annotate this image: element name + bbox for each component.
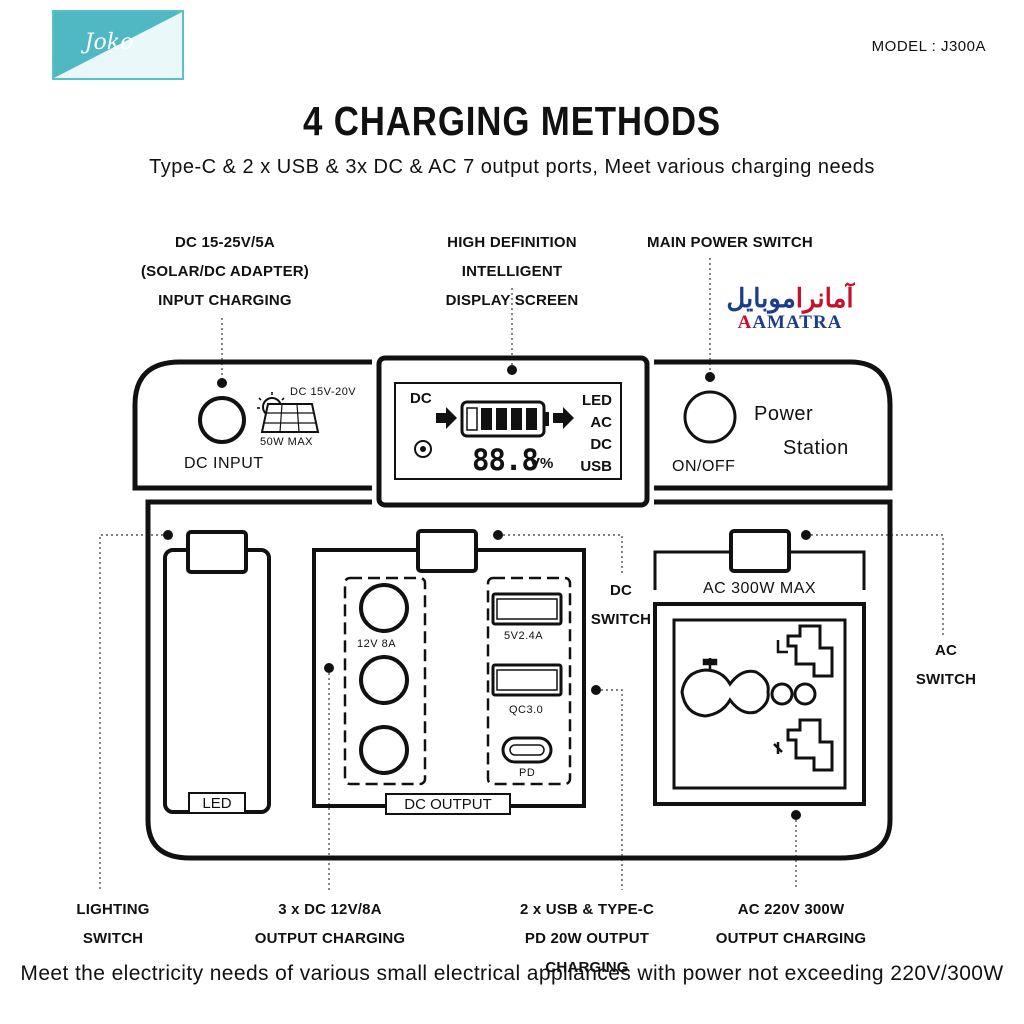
ac-socket-frame <box>653 602 866 806</box>
main-power-switch <box>683 390 737 444</box>
dc-port-3 <box>359 725 409 775</box>
solar-spec: DC 15V-20V <box>290 386 357 398</box>
callout-dc-output: 3 x DC 12V/8A OUTPUT CHARGING <box>252 895 408 953</box>
callout-ac-output-line2: OUTPUT CHARGING <box>715 930 867 947</box>
callout-ac-output-line1: AC 220V 300W <box>737 901 845 918</box>
pd-spec: PD <box>519 767 536 779</box>
display-dc-out: DC <box>590 436 612 453</box>
display-usb: USB <box>580 458 612 475</box>
callout-display: HIGH DEFINITION INTELLIGENT DISPLAY SCRE… <box>396 228 628 315</box>
leader-dots <box>163 365 811 820</box>
solar-max: 50W MAX <box>260 436 314 448</box>
ac-max-label: AC 300W MAX <box>702 580 817 597</box>
callout-dc-switch-line1: DC <box>609 582 633 599</box>
usb2-spec: QC3.0 <box>509 704 544 716</box>
callout-dc-switch-line2: SWITCH <box>590 611 652 628</box>
lighting-switch <box>186 530 248 574</box>
callout-ac-output: AC 220V 300W OUTPUT CHARGING <box>714 895 868 953</box>
dc-output-label: DC OUTPUT <box>404 796 492 813</box>
display-led: LED <box>582 392 612 409</box>
ac-switch <box>729 529 791 573</box>
on-off-label: ON/OFF <box>672 458 736 475</box>
callout-dc-input-line3: INPUT CHARGING <box>158 292 292 309</box>
page-title: 4 CHARGING METHODS <box>302 98 722 144</box>
brand-fa-blue: موبایل <box>726 283 796 313</box>
page-subtitle: Type-C & 2 x USB & 3x DC & AC 7 output p… <box>149 156 875 178</box>
callout-usb-output-line2: PD 20W OUTPUT CHARGING <box>524 930 650 976</box>
dc-port-1 <box>359 583 409 633</box>
output-arrow-icon <box>553 407 574 429</box>
dc-input-port <box>198 396 246 444</box>
callout-display-line1: HIGH DEFINITION INTELLIGENT <box>447 234 577 280</box>
callout-dc-input-line1: DC 15-25V/5A <box>175 234 275 251</box>
usb-port-1 <box>491 592 563 626</box>
brand-logo: Joko <box>52 10 184 80</box>
model-number: MODEL : J300A <box>871 38 986 55</box>
usb1-spec: 5V2.4A <box>504 630 544 642</box>
callout-main-switch: MAIN POWER SWITCH <box>640 228 820 257</box>
input-arrow-icon <box>436 407 457 429</box>
solar-panel-icon <box>257 392 320 433</box>
callout-dc-output-line1: 3 x DC 12V/8A <box>278 901 382 918</box>
callout-dc-input: DC 15-25V/5A (SOLAR/DC ADAPTER) INPUT CH… <box>140 228 310 315</box>
brand-fa-red: آمانرا <box>795 283 854 313</box>
dc-port-spec: 12V 8A <box>357 638 397 650</box>
display-outputs: LED AC DC USB <box>574 390 612 478</box>
power-station-line2: Station <box>783 437 849 459</box>
battery-icon <box>460 400 549 438</box>
callout-dc-switch: DC SWITCH <box>585 576 657 634</box>
brand-en-red: A <box>737 312 753 333</box>
callout-ac-switch-line1: AC <box>934 642 958 659</box>
callout-ac-switch: AC SWITCH <box>908 636 984 694</box>
display-unit: V% <box>530 455 554 472</box>
callout-main-switch-line1: MAIN POWER SWITCH <box>647 234 813 251</box>
led-label: LED <box>202 795 232 812</box>
usb-port-2 <box>491 663 563 697</box>
watermark-brand: آمانراموبایل AAMATRA <box>720 284 860 334</box>
display-digits: 88.8 <box>472 443 539 477</box>
dc-switch <box>416 529 478 573</box>
usb-c-port <box>501 736 553 764</box>
callout-lighting: LIGHTING SWITCH <box>46 895 180 953</box>
callout-dc-output-line2: OUTPUT CHARGING <box>254 930 406 947</box>
footer-note: Meet the electricity needs of various sm… <box>20 962 1004 985</box>
callout-dc-input-line2: (SOLAR/DC ADAPTER) <box>140 263 310 280</box>
callout-ac-switch-line2: SWITCH <box>915 671 977 688</box>
universal-socket-icon <box>680 624 834 772</box>
dc-input-label: DC INPUT <box>184 455 264 472</box>
brand-en-blue: AMATRA <box>752 312 843 333</box>
callout-usb-output: 2 x USB & TYPE-C PD 20W OUTPUT CHARGING <box>484 895 690 982</box>
led-light-panel <box>163 548 271 814</box>
display-ac: AC <box>590 414 612 431</box>
dc-port-2 <box>359 655 409 705</box>
callout-display-line2: DISPLAY SCREEN <box>445 292 579 309</box>
display-dc: DC <box>410 390 432 407</box>
callout-usb-output-line1: 2 x USB & TYPE-C <box>519 901 655 918</box>
callout-lighting-line1: LIGHTING SWITCH <box>76 901 150 947</box>
leader-lines <box>99 258 944 890</box>
power-station-line1: Power <box>754 403 814 425</box>
logo-text: Joko <box>84 30 134 55</box>
